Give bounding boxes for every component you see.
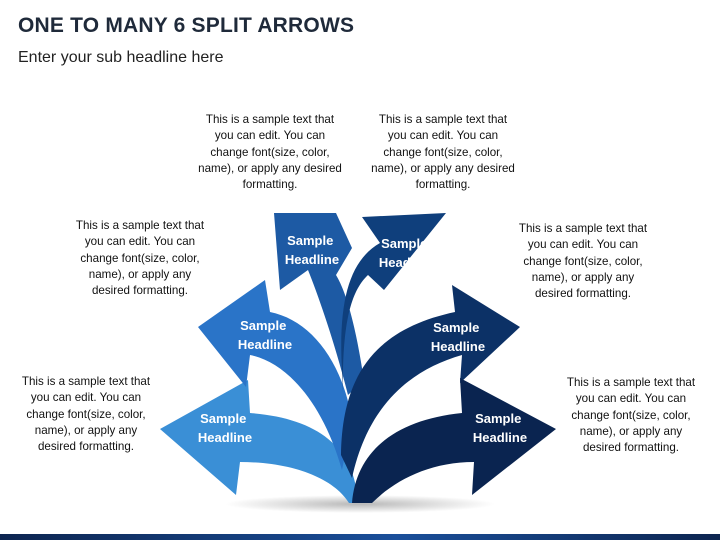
arrow-3-headline-line1: Sample [287,233,333,248]
arrow-1 [160,380,358,503]
arrow-6-headline-line1: Sample [475,411,521,426]
arrow-6-description: This is a sample text that you can edit.… [566,376,696,455]
arrow-4-headline-line1: Sample [381,236,427,251]
arrow-3-description: This is a sample text that you can edit.… [198,113,342,192]
slide-title: ONE TO MANY 6 SPLIT ARROWS [18,14,355,37]
footer-bar [0,534,720,540]
arrow-2-headline-line2: Headline [238,337,292,352]
arrow-2-description: This is a sample text that you can edit.… [75,219,205,298]
arrow-4 [341,213,446,392]
slide-subtitle: Enter your sub headline here [18,49,224,66]
arrow-1-headline-line2: Headline [198,430,252,445]
arrow-6-headline: Sample Headline [473,411,527,445]
arrow-4-headline: Sample Headline [379,236,433,270]
arrow-6 [352,378,556,503]
arrow-4-headline-line2: Headline [379,255,433,270]
arrow-2 [198,280,352,470]
arrow-3-headline: Sample Headline [285,233,339,267]
arrow-5 [341,285,520,478]
arrow-5-description: This is a sample text that you can edit.… [518,222,648,301]
arrow-4-description: This is a sample text that you can edit.… [371,113,515,192]
arrow-5-headline-line1: Sample [433,320,479,335]
base-shadow [225,495,495,513]
arrow-5-headline-line2: Headline [431,339,485,354]
arrow-1-headline: Sample Headline [198,411,252,445]
arrow-1-headline-line1: Sample [200,411,246,426]
arrow-5-headline: Sample Headline [431,320,485,354]
arrow-6-headline-line2: Headline [473,430,527,445]
arrow-2-headline: Sample Headline [238,318,292,352]
arrow-3-headline-line2: Headline [285,252,339,267]
arrow-2-headline-line1: Sample [240,318,286,333]
arrow-1-description: This is a sample text that you can edit.… [21,375,151,454]
